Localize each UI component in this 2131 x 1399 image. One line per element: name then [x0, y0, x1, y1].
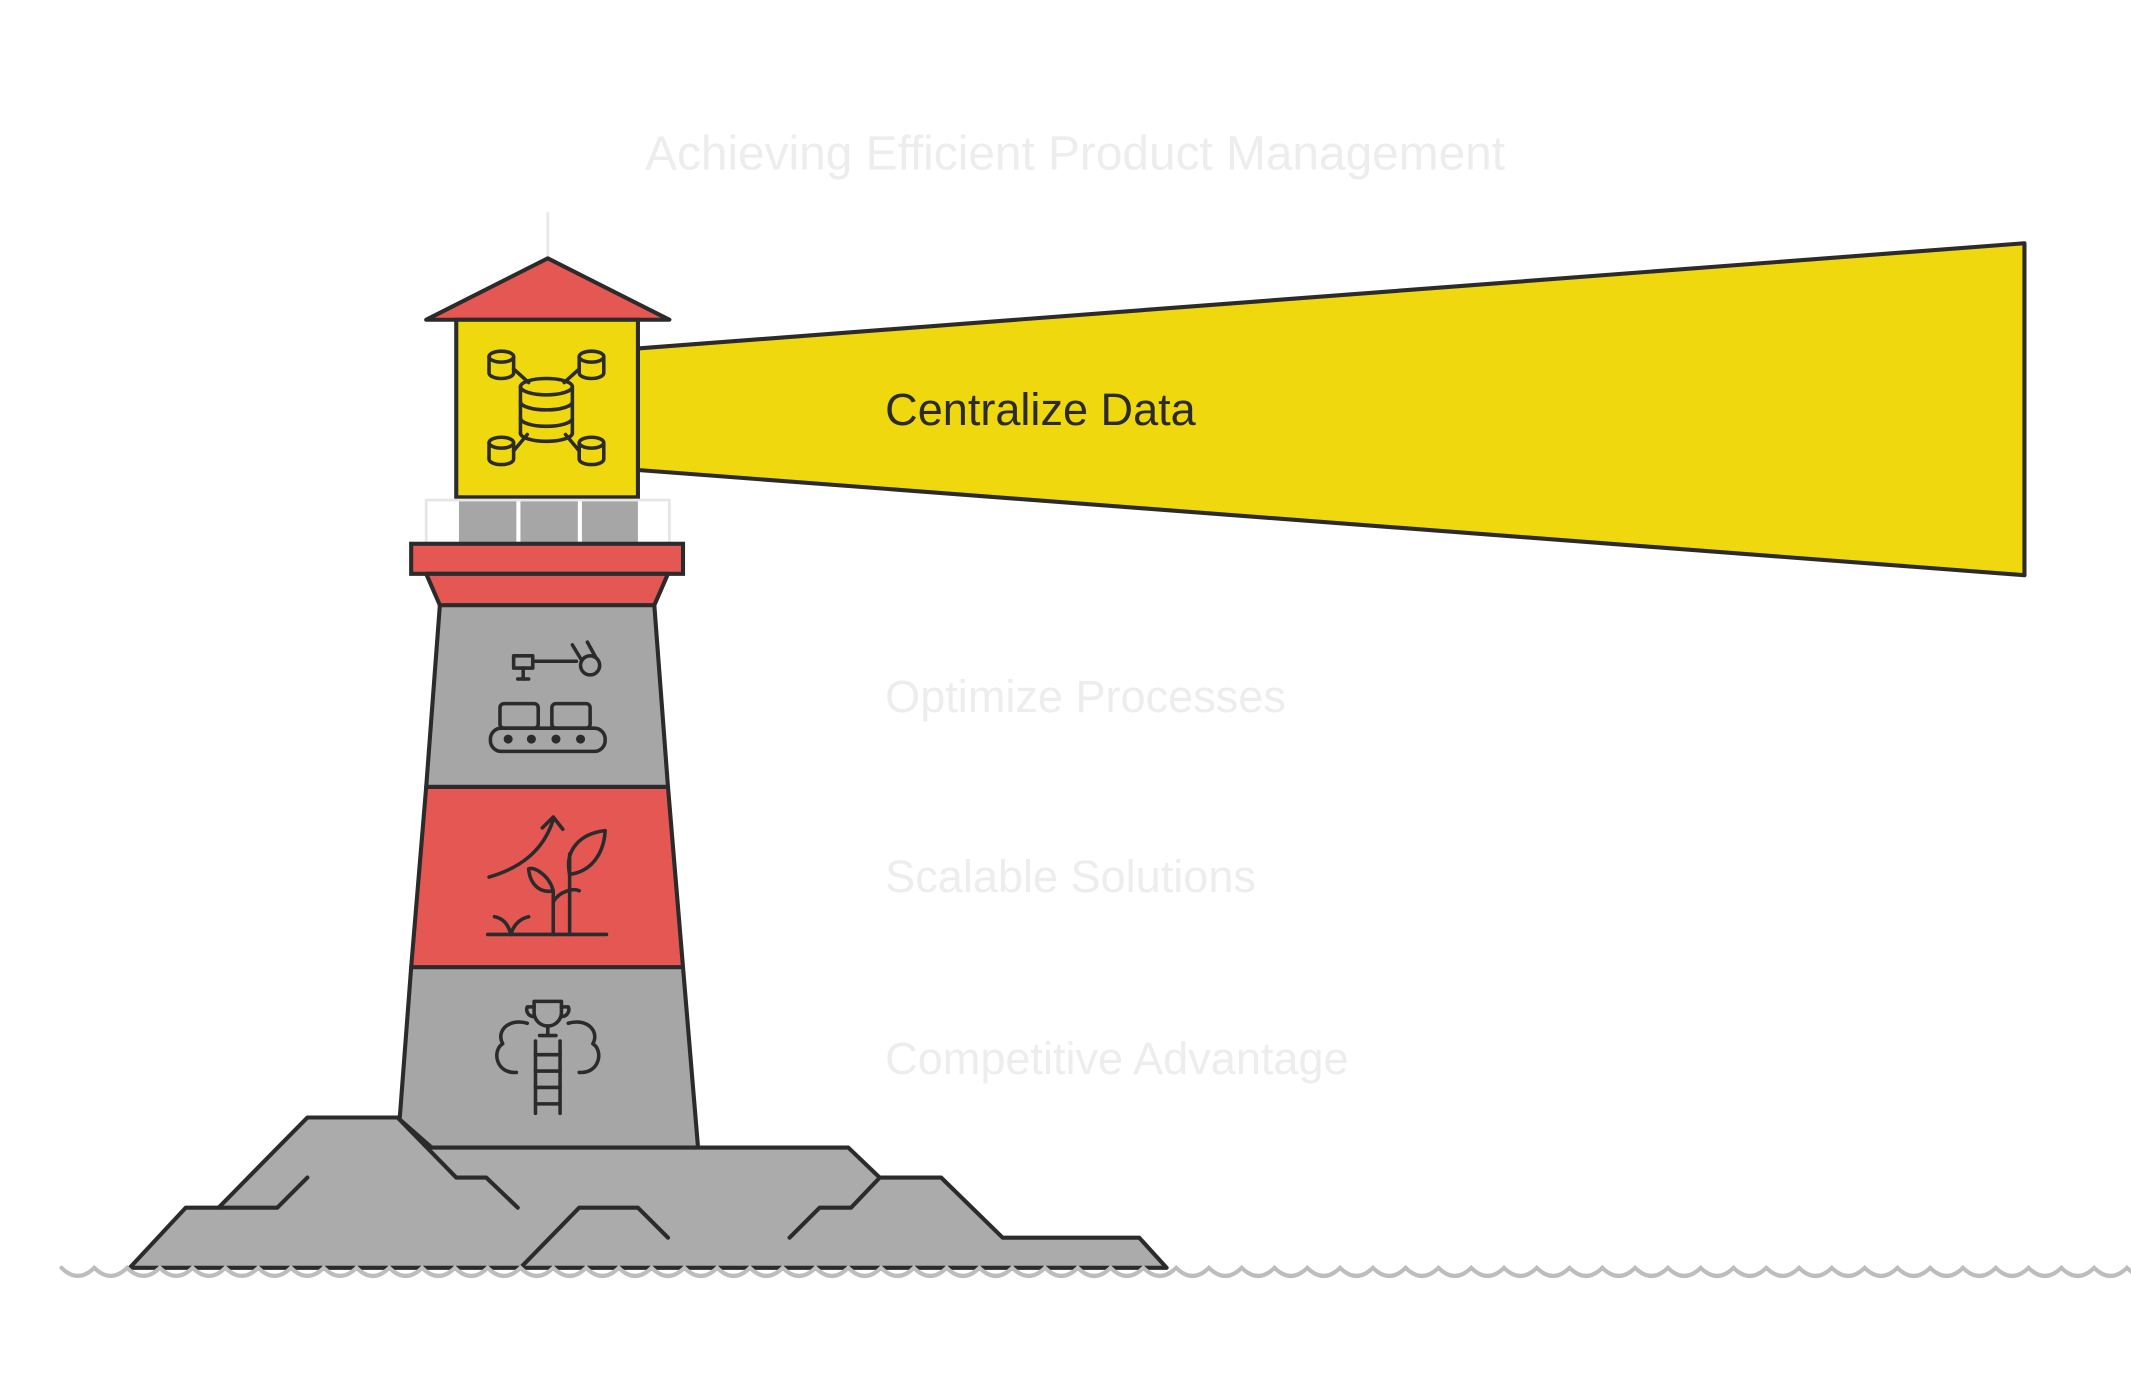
diagram-title: Achieving Efficient Product Management: [645, 127, 1505, 180]
light-beam: [635, 241, 2027, 578]
rock-details: [216, 1115, 882, 1270]
trophy-ladder-icon: [495, 999, 601, 1116]
tower-segment-1: [424, 603, 671, 789]
tower-segment-3: [395, 965, 701, 1150]
database-network-icon: [487, 349, 606, 467]
growing-plant-arrow-icon: [485, 815, 609, 937]
gallery-deck: [409, 541, 686, 576]
stage-label-competitive-advantage: Competitive Advantage: [885, 1033, 1348, 1084]
lantern-railing: [424, 498, 671, 546]
lighthouse-roof: [424, 256, 672, 322]
stage-label-scalable-solutions: Scalable Solutions: [885, 851, 1256, 902]
stage-label-centralize-data: Centralize Data: [885, 384, 1197, 435]
gallery-skirt: [424, 571, 671, 608]
stage-label-optimize-processes: Optimize Processes: [885, 671, 1286, 722]
conveyor-robot-arm-icon: [488, 640, 607, 754]
water-waves: [59, 1264, 2131, 1278]
